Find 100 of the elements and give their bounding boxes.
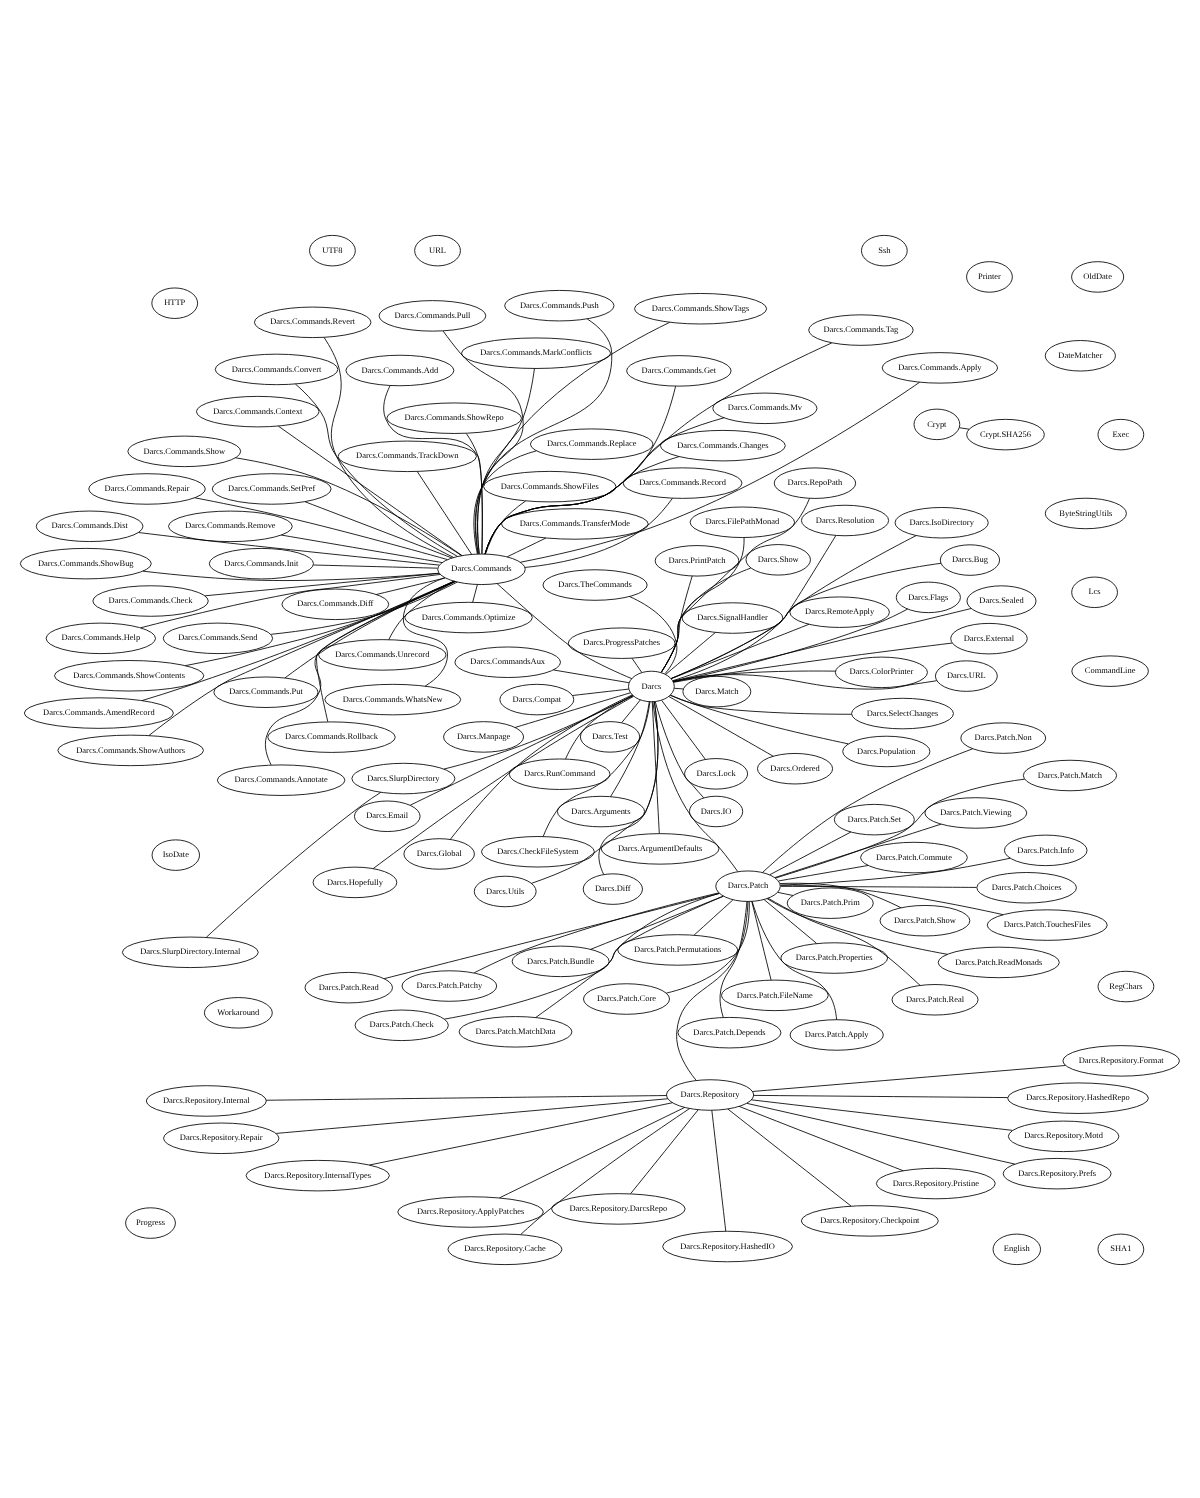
connector	[590, 894, 724, 949]
connector	[746, 1101, 1016, 1164]
connector	[672, 534, 837, 681]
connector	[323, 336, 455, 557]
connector	[621, 698, 641, 723]
connector	[661, 699, 706, 759]
connector	[751, 900, 838, 1020]
connector	[676, 900, 749, 1080]
connector	[750, 1098, 1013, 1130]
connector	[473, 449, 537, 554]
connector	[484, 384, 677, 554]
connector	[383, 384, 483, 554]
connector	[777, 890, 794, 895]
connector	[524, 496, 673, 567]
connector	[780, 883, 1004, 915]
connector	[383, 892, 720, 979]
connector	[778, 864, 869, 881]
connector	[660, 497, 810, 672]
connector	[958, 426, 970, 429]
connector	[565, 694, 634, 759]
connector	[475, 317, 613, 554]
connector	[375, 576, 446, 594]
connector	[572, 687, 630, 695]
connector	[444, 894, 724, 1019]
connector	[673, 686, 684, 689]
connector	[277, 424, 463, 555]
connector	[629, 595, 678, 674]
connector	[668, 695, 774, 756]
connector	[542, 700, 651, 836]
connector	[673, 607, 909, 682]
connector	[204, 571, 440, 596]
connector	[769, 830, 852, 875]
connector	[670, 534, 917, 678]
connector	[265, 1094, 667, 1100]
connector	[506, 536, 547, 557]
connector	[235, 456, 463, 556]
connector	[763, 898, 817, 943]
connector	[409, 694, 634, 805]
connector	[751, 899, 772, 980]
connector	[531, 700, 659, 883]
connector	[535, 892, 720, 1017]
connector	[275, 1097, 669, 1133]
connector	[766, 897, 948, 954]
connector	[670, 561, 942, 678]
connector	[496, 582, 633, 679]
connector	[779, 881, 902, 908]
connector	[738, 1104, 904, 1171]
connector	[372, 694, 635, 868]
connector	[631, 656, 643, 672]
connector	[270, 580, 458, 634]
connector	[520, 380, 920, 562]
connector	[148, 579, 455, 735]
connector	[752, 1064, 1066, 1091]
connector	[660, 536, 745, 672]
connector	[442, 329, 524, 554]
connector	[665, 900, 750, 993]
connector	[388, 580, 456, 640]
connector	[673, 641, 953, 682]
connector	[774, 822, 942, 878]
connector	[477, 367, 535, 554]
connector	[138, 531, 440, 565]
connector	[598, 700, 659, 874]
connector	[610, 700, 650, 797]
connector	[484, 416, 725, 554]
connector	[753, 1093, 1009, 1097]
connector	[780, 856, 1011, 885]
connector	[670, 693, 849, 744]
connector	[672, 673, 938, 689]
connector	[665, 631, 716, 674]
connector	[194, 496, 448, 559]
connector	[443, 694, 634, 769]
connector	[775, 777, 1026, 878]
connector	[140, 573, 441, 628]
connector	[185, 580, 457, 666]
connector	[660, 566, 752, 672]
connector	[652, 700, 739, 871]
connector	[484, 455, 680, 554]
connector	[630, 1108, 699, 1194]
connector	[499, 1106, 686, 1198]
connector	[719, 900, 748, 1017]
connector	[520, 1107, 691, 1234]
connector	[205, 790, 382, 937]
connector	[316, 579, 455, 722]
connector	[762, 747, 974, 872]
connector	[553, 668, 630, 683]
connector	[280, 533, 443, 562]
connector	[368, 1101, 673, 1165]
connector	[669, 693, 853, 714]
connector	[141, 580, 455, 700]
connector	[304, 500, 453, 558]
connector	[284, 579, 455, 678]
connector	[473, 891, 720, 973]
connector	[295, 382, 458, 556]
connector	[780, 884, 977, 887]
connector	[485, 499, 527, 554]
connector	[670, 622, 810, 679]
connector	[313, 563, 438, 568]
connector	[264, 579, 455, 765]
connector	[449, 693, 633, 839]
connector	[142, 569, 440, 580]
